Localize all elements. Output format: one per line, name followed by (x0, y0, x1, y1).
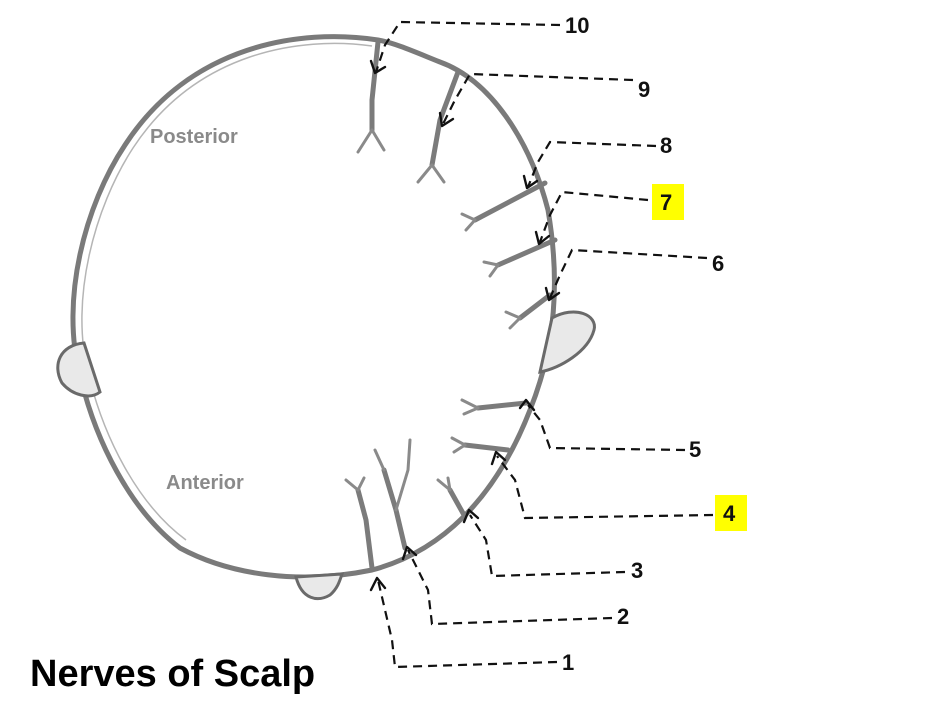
posterior-label: Posterior (150, 126, 238, 148)
anterior-label: Anterior (166, 472, 244, 494)
nerve-4-drawing (450, 436, 511, 454)
callout-5: 5 (689, 437, 701, 462)
leader-6 (548, 248, 708, 299)
callout-8: 8 (660, 133, 672, 158)
callout-3: 3 (631, 558, 643, 583)
nerve-8-drawing (460, 180, 548, 232)
nerve-3-drawing (436, 476, 467, 518)
callout-4-highlight (715, 495, 747, 531)
callout-6: 6 (712, 251, 724, 276)
callout-10: 10 (565, 13, 589, 38)
leader-1 (376, 579, 558, 669)
callout-4: 4 (723, 501, 736, 526)
leader-3 (469, 514, 626, 578)
diagram-title: Nerves of Scalp (30, 653, 316, 695)
callout-7: 7 (660, 190, 672, 215)
nerve-1-drawing (344, 476, 375, 571)
callout-1: 1 (562, 650, 574, 675)
nerve-6-drawing (504, 292, 553, 330)
leader-9 (442, 72, 634, 125)
right-ear (538, 310, 596, 374)
leader-10 (374, 20, 561, 73)
leader-2 (407, 549, 613, 626)
nerve-9-drawing (416, 69, 461, 184)
leader-4 (496, 455, 714, 520)
leader-8 (526, 140, 657, 188)
callout-leaders (369, 20, 714, 669)
skull-outline (70, 34, 557, 580)
left-ear (56, 341, 102, 398)
leader-7 (538, 190, 649, 243)
nerve-10-drawing (356, 39, 386, 154)
leader-5 (527, 404, 686, 452)
callout-9: 9 (638, 77, 650, 102)
nerve-2-drawing (373, 438, 412, 551)
callout-2: 2 (617, 604, 629, 629)
nerve-7-drawing (482, 237, 558, 278)
callout-7-highlight (652, 184, 684, 220)
nerve-5-drawing (460, 398, 529, 416)
chin-notch (294, 572, 345, 600)
